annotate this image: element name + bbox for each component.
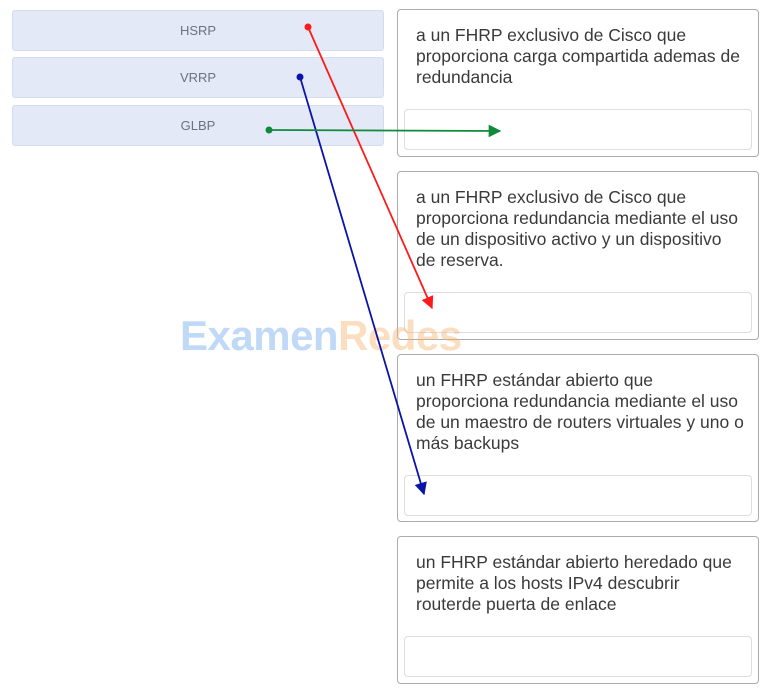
watermark-logo: ExamenRedes — [180, 312, 462, 360]
option-vrrp[interactable]: VRRP — [12, 57, 384, 98]
drop-zone-2[interactable] — [404, 292, 752, 333]
drop-zone-4[interactable] — [404, 636, 752, 677]
target-box-1: a un FHRP exclusivo de Cisco que proporc… — [397, 9, 759, 157]
option-glbp[interactable]: GLBP — [12, 105, 384, 146]
target-box-3: un FHRP estándar abierto que proporciona… — [397, 354, 759, 522]
target-description: a un FHRP exclusivo de Cisco que proporc… — [416, 187, 739, 270]
target-description: un FHRP estándar abierto heredado que pe… — [416, 552, 732, 614]
target-description: a un FHRP exclusivo de Cisco que proporc… — [416, 25, 740, 87]
option-label: HSRP — [179, 23, 217, 38]
target-box-4: un FHRP estándar abierto heredado que pe… — [397, 536, 759, 684]
target-description: un FHRP estándar abierto que proporciona… — [416, 370, 744, 453]
watermark-part-1: Examen — [180, 312, 339, 359]
option-label: GLBP — [180, 118, 216, 133]
drop-zone-3[interactable] — [404, 475, 752, 516]
option-label: VRRP — [179, 70, 217, 85]
option-hsrp[interactable]: HSRP — [12, 10, 384, 51]
watermark-part-2: Redes — [338, 312, 462, 359]
target-box-2: a un FHRP exclusivo de Cisco que proporc… — [397, 171, 759, 340]
drop-zone-1[interactable] — [404, 109, 752, 150]
